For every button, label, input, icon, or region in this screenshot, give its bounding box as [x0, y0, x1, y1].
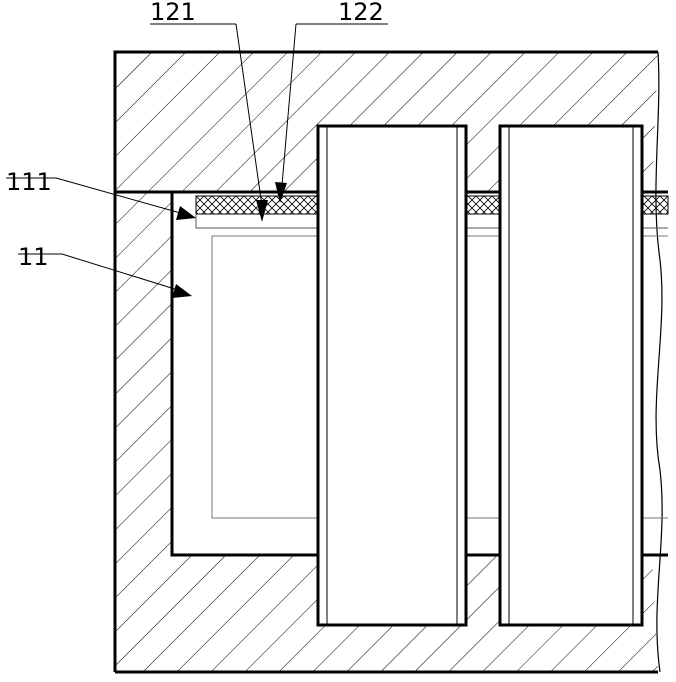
label-11: 11 [18, 243, 49, 271]
leader-111 [6, 177, 196, 220]
leader-121 [150, 23, 268, 222]
leader-122 [275, 23, 388, 203]
roller-left [316, 124, 468, 627]
label-122: 122 [338, 0, 384, 26]
leader-11 [18, 253, 192, 298]
label-121: 121 [150, 0, 196, 26]
thin-layer [195, 214, 668, 229]
inner-chamber [211, 235, 668, 519]
label-111: 111 [6, 168, 52, 196]
break-line [655, 51, 663, 673]
housing-body [115, 52, 658, 672]
roller-right [498, 124, 644, 627]
